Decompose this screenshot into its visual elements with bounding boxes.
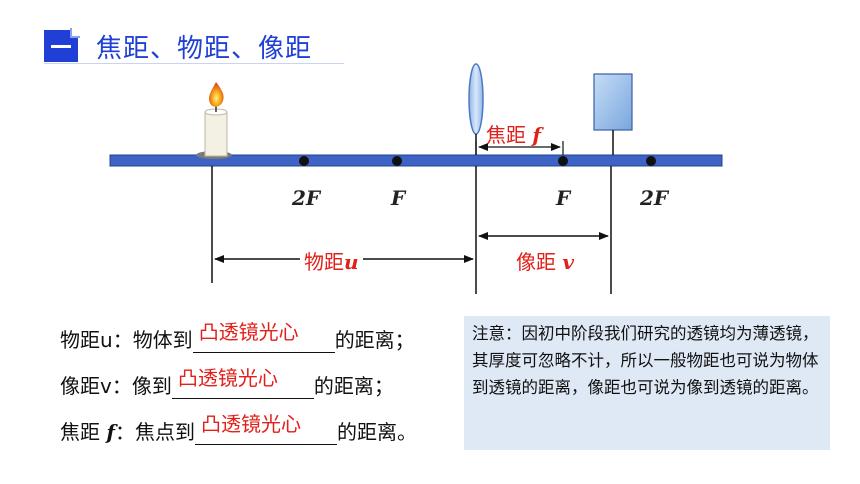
point-f-right xyxy=(558,156,568,166)
definition-term-symbol: f xyxy=(106,420,115,444)
object-distance-label: 物距u xyxy=(300,246,363,275)
label-f-right: F xyxy=(556,186,571,210)
focal-length-text: 焦距 xyxy=(486,123,526,147)
convex-lens xyxy=(468,63,484,135)
answer-blank: 凸透镜光心 xyxy=(192,320,335,353)
definition-prefix: 像到 xyxy=(131,374,172,398)
definition-term: 物距u xyxy=(60,328,113,352)
definition-object-distance: 物距u：物体到凸透镜光心 的距离； xyxy=(60,320,415,353)
label-f-left: F xyxy=(391,186,406,210)
definition-focal-length: 焦距 f：焦点到凸透镜光心 的距离。 xyxy=(60,412,417,445)
definition-separator: ： xyxy=(112,328,133,352)
definition-term: 像距v xyxy=(60,374,112,398)
title-underline xyxy=(44,63,344,64)
badge-corner xyxy=(70,28,80,38)
point-2f-right xyxy=(646,156,656,166)
definition-term: 焦距 xyxy=(60,420,100,444)
definition-separator: ： xyxy=(114,420,135,444)
section-number-badge xyxy=(44,28,80,62)
answer-blank: 凸透镜光心 xyxy=(171,366,314,399)
answer-blank: 凸透镜光心 xyxy=(194,412,337,445)
focal-length-symbol: f xyxy=(532,123,541,147)
image-distance-text: 像距 xyxy=(516,250,556,274)
point-f-left xyxy=(392,156,402,166)
answer-text: 凸透镜光心 xyxy=(177,366,278,390)
label-2f-right: 2F xyxy=(640,186,669,210)
definition-image-distance: 像距v：像到凸透镜光心 的距离； xyxy=(60,366,394,399)
image-distance-label: 像距 v xyxy=(512,246,578,275)
definition-suffix: 的距离； xyxy=(313,374,394,398)
point-2f-left xyxy=(299,156,309,166)
label-2f-left: 2F xyxy=(292,186,321,210)
focal-length-label: 焦距 f xyxy=(486,119,541,148)
answer-text: 凸透镜光心 xyxy=(198,320,299,344)
definition-suffix: 的距离。 xyxy=(336,420,417,444)
definition-suffix: 的距离； xyxy=(334,328,415,352)
image-distance-symbol: v xyxy=(562,250,574,274)
candle-icon xyxy=(196,82,232,159)
definition-prefix: 焦点到 xyxy=(134,420,195,444)
definition-separator: ： xyxy=(111,374,132,398)
badge-dash xyxy=(51,45,71,48)
page-title: 焦距、物距、像距 xyxy=(96,34,313,64)
answer-text: 凸透镜光心 xyxy=(200,412,301,436)
note-box: 注意：因初中阶段我们研究的透镜均为薄透镜，其厚度可忽略不计，所以一般物距也可说为… xyxy=(464,316,830,450)
note-text: 注意：因初中阶段我们研究的透镜均为薄透镜，其厚度可忽略不计，所以一般物距也可说为… xyxy=(472,324,819,397)
optical-axis xyxy=(109,154,723,167)
object-distance-text: 物距 xyxy=(304,250,344,274)
definition-prefix: 物体到 xyxy=(132,328,193,352)
light-screen xyxy=(593,73,633,131)
object-distance-symbol: u xyxy=(344,250,359,274)
